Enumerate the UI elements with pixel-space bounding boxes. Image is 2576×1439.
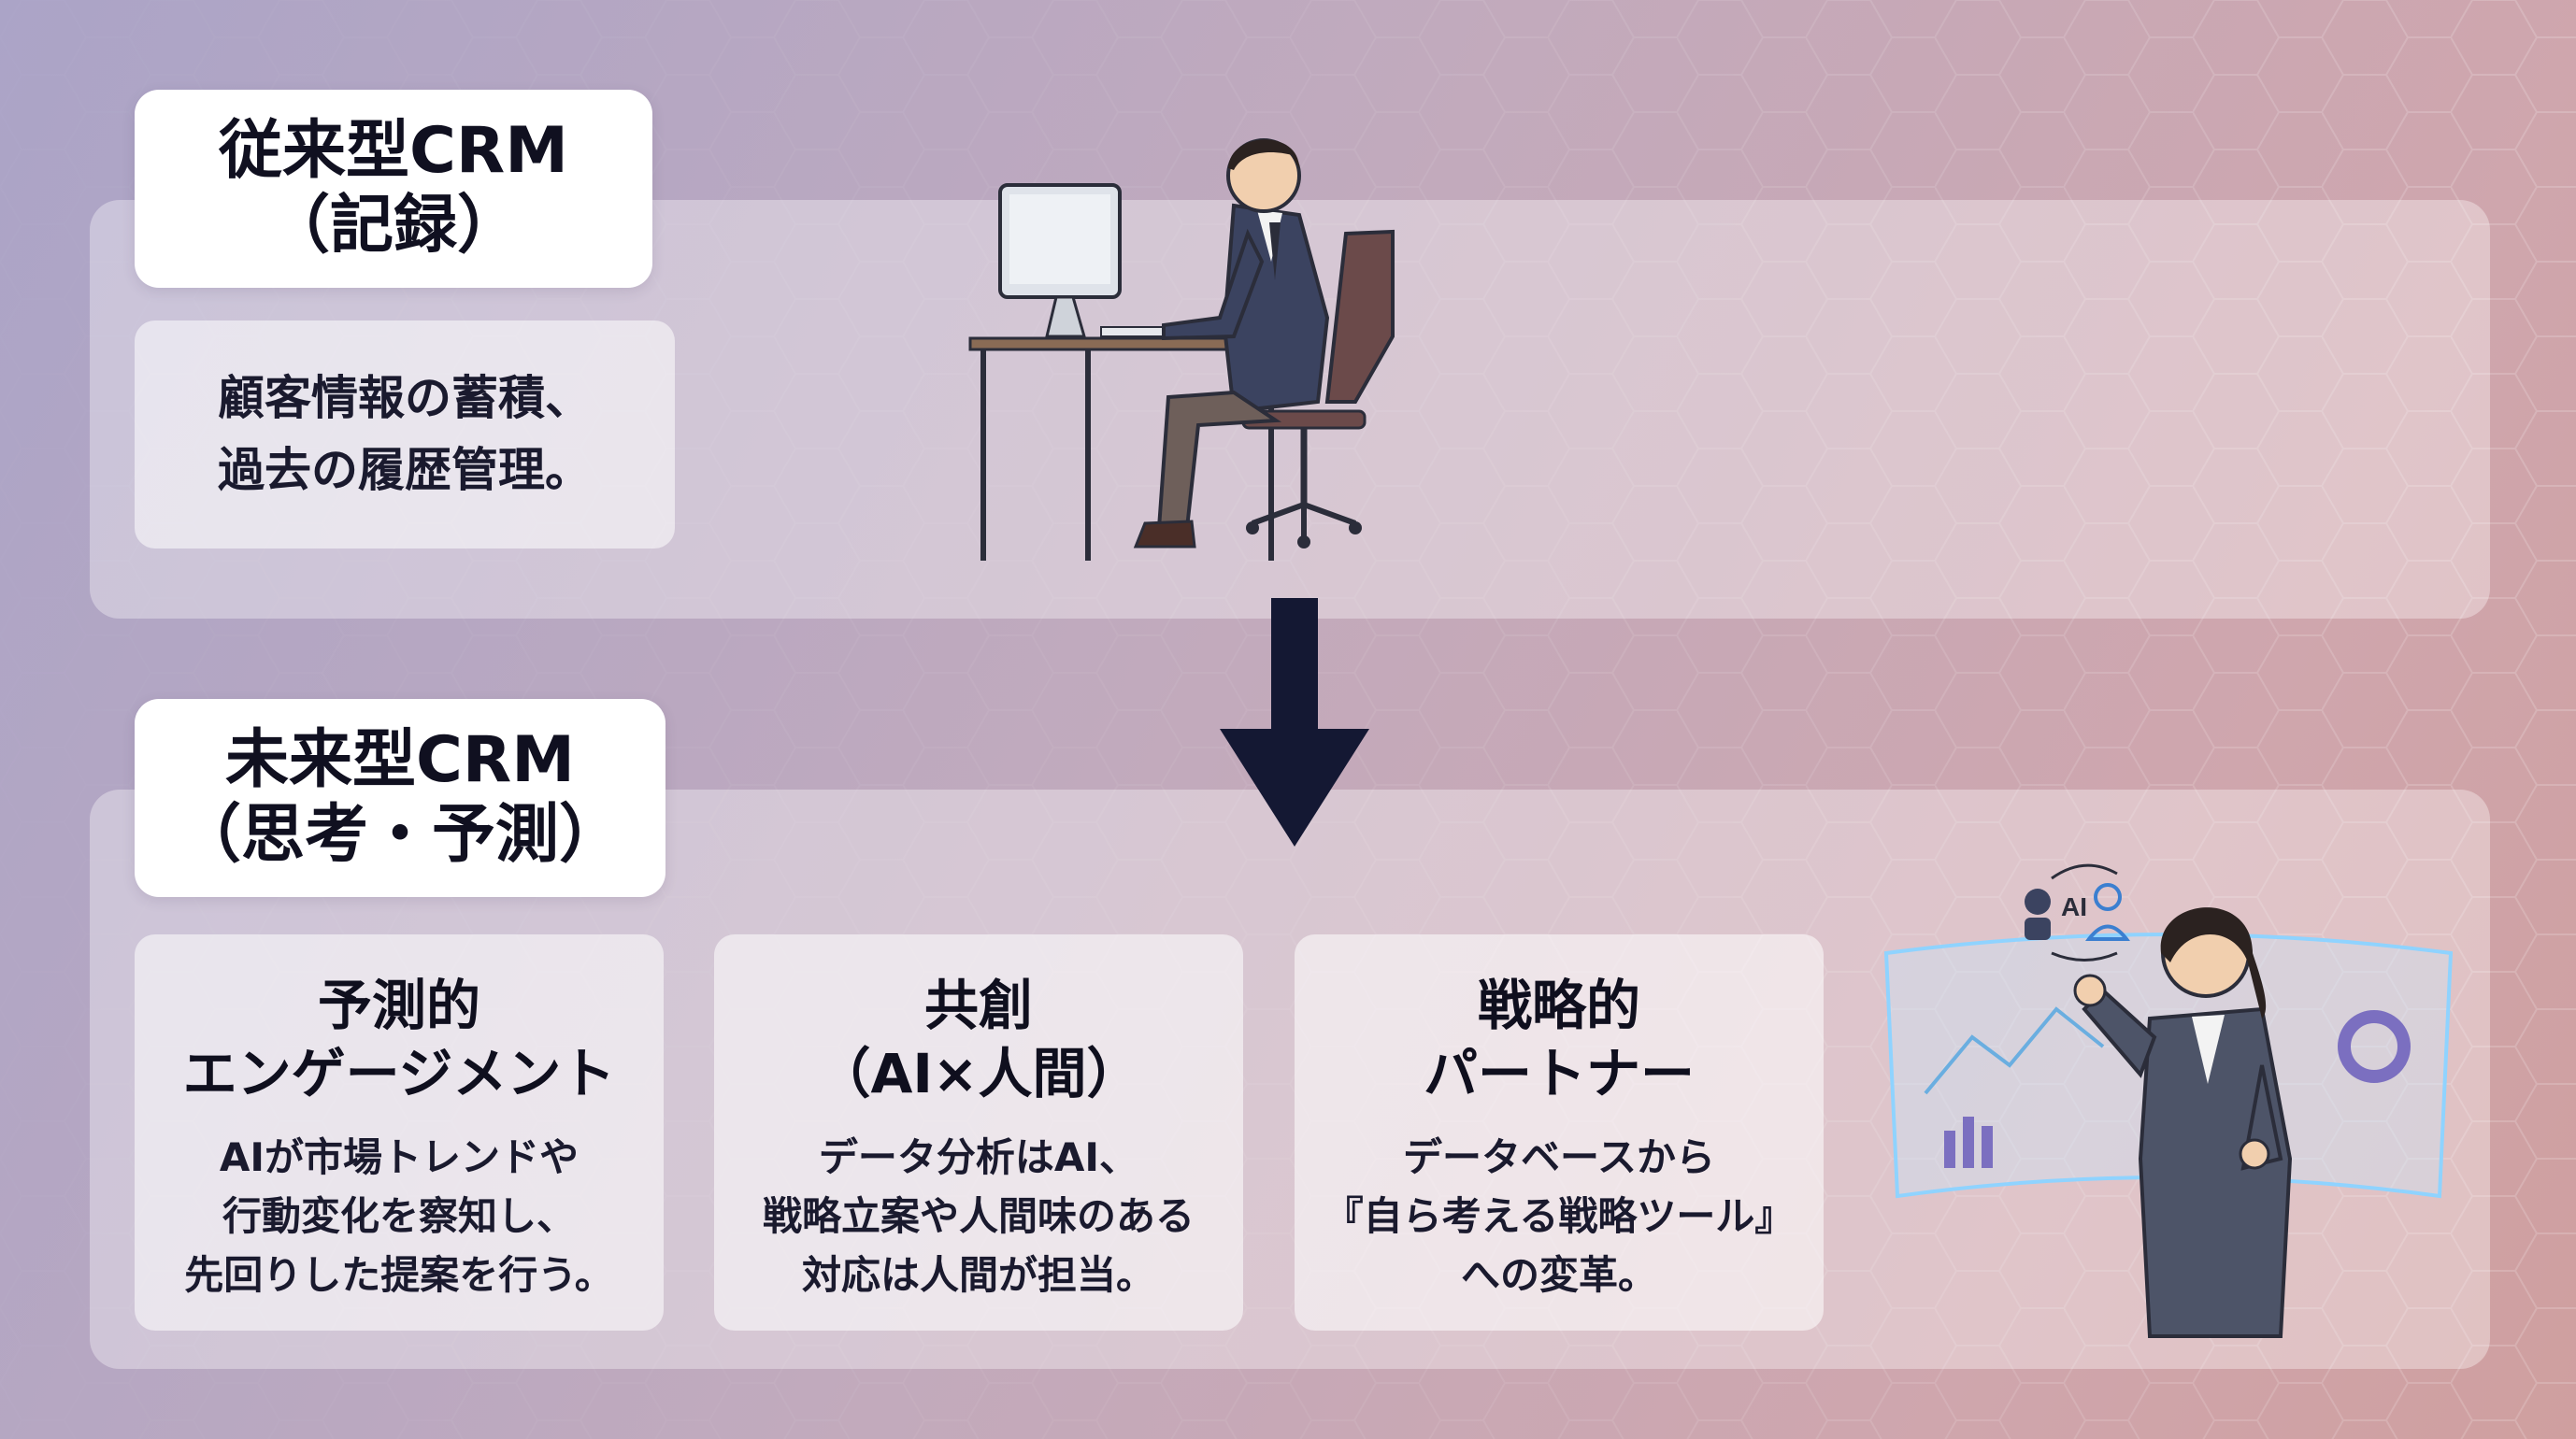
card-body-line: 『自ら考える戦略ツール』 xyxy=(1324,1193,1795,1239)
card-body: データ分析はAI、 戦略立案や人間味のある 対応は人間が担当。 xyxy=(763,1128,1195,1304)
card-body-line: データベースから xyxy=(1403,1134,1715,1180)
card-body-line: AIが市場トレンドや xyxy=(219,1134,580,1180)
card-title-line: パートナー xyxy=(1423,1041,1695,1105)
card-title-line: （AI×人間） xyxy=(816,1041,1141,1105)
card-title-line: 戦略的 xyxy=(1477,974,1640,1037)
future-title-line-1: 未来型CRM xyxy=(225,722,575,797)
strategic-partner-card: 戦略的 パートナー データベースから 『自ら考える戦略ツール』 への変革。 xyxy=(1295,934,1824,1331)
traditional-desc-line-2: 過去の履歴管理。 xyxy=(218,443,592,497)
card-body: AIが市場トレンドや 行動変化を察知し、 先回りした提案を行う。 xyxy=(184,1128,613,1304)
card-body-line: 先回りした提案を行う。 xyxy=(184,1252,614,1298)
future-title-line-2: （思考・予測） xyxy=(177,798,623,872)
future-crm-title: 未来型CRM （思考・予測） xyxy=(135,699,665,897)
card-body-line: 行動変化を察知し、 xyxy=(222,1193,576,1239)
card-title-line: 予測的 xyxy=(317,974,480,1037)
businesswoman-hologram-icon: AI xyxy=(1883,863,2454,1338)
traditional-desc-line-1: 顧客情報の蓄積、 xyxy=(218,370,592,425)
card-title: 戦略的 パートナー xyxy=(1424,972,1695,1107)
down-arrow-icon xyxy=(1220,598,1369,847)
card-body-line: 対応は人間が担当。 xyxy=(801,1252,1155,1298)
predictive-engagement-card: 予測的 エンゲージメント AIが市場トレンドや 行動変化を察知し、 先回りした提… xyxy=(135,934,664,1331)
card-title-line: 共創 xyxy=(923,974,1033,1037)
traditional-crm-description: 顧客情報の蓄積、 過去の履歴管理。 xyxy=(135,321,675,549)
traditional-title-line-2: （記録） xyxy=(265,189,521,263)
card-body-line: データ分析はAI、 xyxy=(818,1134,1139,1180)
card-title: 共創 （AI×人間） xyxy=(816,972,1140,1107)
card-title-line: エンゲージメント xyxy=(182,1041,616,1105)
ai-label: AI xyxy=(2061,892,2087,921)
office-worker-at-desk-icon xyxy=(968,138,1395,561)
card-title: 予測的 エンゲージメント xyxy=(183,972,616,1107)
traditional-title-line-1: 従来型CRM xyxy=(219,113,568,188)
card-body-line: 戦略立案や人間味のある xyxy=(762,1193,1195,1239)
traditional-crm-title: 従来型CRM （記録） xyxy=(135,90,652,288)
co-creation-card: 共創 （AI×人間） データ分析はAI、 戦略立案や人間味のある 対応は人間が担… xyxy=(714,934,1243,1331)
card-body: データベースから 『自ら考える戦略ツール』 への変革。 xyxy=(1324,1128,1795,1304)
card-body-line: への変革。 xyxy=(1460,1252,1657,1298)
